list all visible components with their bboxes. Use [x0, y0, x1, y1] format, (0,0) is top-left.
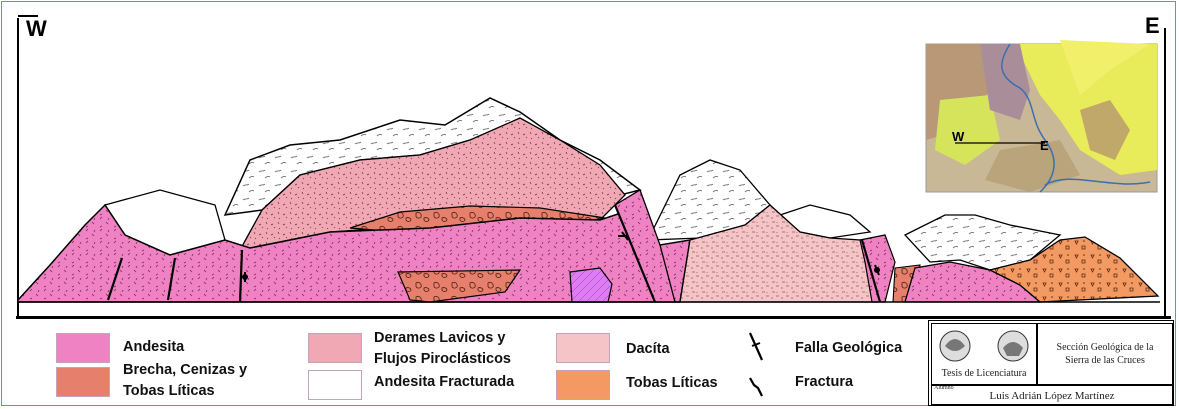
inset-west-label: W — [952, 129, 965, 144]
legend-andesita: Andesita — [123, 337, 184, 358]
legend-derrames-2: Flujos Piroclásticos — [374, 349, 511, 370]
legend-derrames-1: Derames Lavicos y — [374, 328, 505, 349]
legend-brecha-1: Brecha, Cenizas y — [123, 360, 247, 381]
legend-falla: Falla Geológica — [795, 338, 902, 359]
east-label: E — [1145, 13, 1160, 39]
author-name: Luis Adrián López Martínez — [932, 390, 1172, 402]
author-cell: Alumno Luis Adrián López Martínez — [931, 385, 1173, 405]
geologic-cross-section: W E — [0, 0, 1179, 320]
legend-tobas-liticas: Tobas Líticas — [626, 373, 718, 394]
section-title-2: Sierra de las Cruces — [1038, 355, 1172, 366]
swatch-brecha — [56, 367, 110, 397]
fault-symbol-legend — [744, 330, 768, 400]
title-cell: Sección Geológica de la Sierra de las Cr… — [1037, 323, 1173, 385]
inset-map — [926, 40, 1157, 192]
legend-andesita-fracturada: Andesita Fracturada — [374, 372, 514, 393]
thesis-label: Tesis de Licenciatura — [932, 368, 1036, 379]
legend-divider — [16, 316, 1171, 319]
legend-brecha-2: Tobas Líticas — [123, 381, 215, 402]
swatch-andesita-fracturada — [308, 370, 362, 400]
swatch-andesita — [56, 333, 110, 363]
swatch-dacita — [556, 333, 610, 363]
legend-dacita: Dacíta — [626, 339, 670, 360]
section-title-1: Sección Geológica de la — [1038, 342, 1172, 353]
swatch-derrames — [308, 333, 362, 363]
west-label: W — [26, 16, 47, 42]
university-seals — [933, 326, 1037, 366]
title-block: Tesis de Licenciatura Sección Geológica … — [928, 320, 1174, 406]
legend-fractura: Fractura — [795, 372, 853, 393]
inset-east-label: E — [1040, 138, 1049, 153]
swatch-tobas-liticas — [556, 370, 610, 400]
logos-cell: Tesis de Licenciatura — [931, 323, 1037, 385]
